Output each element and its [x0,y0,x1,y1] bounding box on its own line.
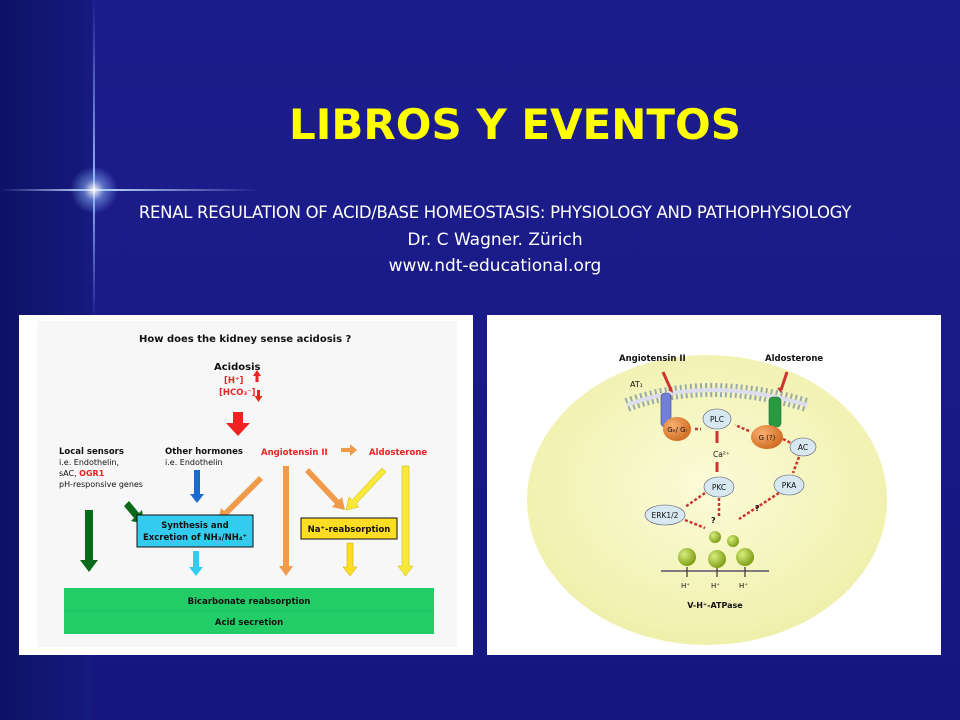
proton-label-2: H⁺ [711,582,720,590]
vesicle-icon [678,548,696,566]
vesicle-icon [709,531,721,543]
local-sensors-line2: i.e. Endothelin, [59,458,119,467]
vesicle-icon [736,548,754,566]
question-label: How does the kidney sense acidosis ? [139,334,352,345]
angiotensin-to-synthesis-arrow-icon [218,476,263,521]
ca-label: Ca²⁺ [713,450,730,459]
question-mark-1: ? [711,516,716,525]
erk-to-pump-arrow-icon [684,518,706,530]
cell-membrane-core [626,388,808,407]
angiotensin-to-na-arrow-icon [305,468,345,510]
gq-protein-icon [663,417,691,441]
up-arrow-icon [253,370,261,382]
local-sensors-line4: pH-responsive genes [59,480,143,489]
atpase-label: V-H⁺-ATPase [687,601,743,610]
synthesis-box [136,514,254,548]
g-to-plc-arrow-icon [734,423,750,433]
aldosterone-receptor-icon [768,396,782,428]
proton-label-1: H⁺ [681,582,690,590]
na-reabsorption-label: Na⁺-reabsorption [308,525,391,535]
signaling-pathway-diagram: Angiotensin II Aldosterone AT₁ Gₑ/ Gᵢ PL… [527,354,887,645]
local-sensors-arrow-icon [80,510,98,572]
na-reabsorption-box [300,517,398,540]
angiotensin-to-aldosterone-arrow-icon [341,444,357,456]
acidosis-label: Acidosis [214,362,261,373]
angiotensin-arrowhead-icon [668,387,673,393]
hormones-arrow-icon [190,470,204,503]
aldosterone-arrowhead-icon [777,387,783,393]
angiotensin-label: Angiotensin II [619,354,686,364]
subtitle-course-name: RENAL REGULATION OF ACID/BASE HOMEOSTASI… [138,203,852,222]
question-mark-2: ? [755,504,760,513]
hco3-label: [HCO₃⁻] [219,388,256,398]
star-flare-glow [70,166,118,214]
other-hormones-line2: i.e. Endothelin [165,458,223,467]
g-to-ac-arrow-icon [782,437,792,445]
aldosterone-label: Aldosterone [369,448,427,458]
pkc-icon [703,476,735,498]
ac-to-pka-arrow-icon [791,456,801,474]
h-plus-label: [H⁺] [224,376,243,386]
at1-label: AT₁ [630,380,643,389]
cell-body [527,355,887,645]
pkc-to-erk-arrow-icon [684,491,706,509]
synthesis-line1: Synthesis and [161,521,228,531]
aldosterone-arrow-icon [779,371,789,391]
pka-to-pump-arrow-icon [738,491,780,521]
angiotensin-arrow-icon [661,371,673,391]
vesicle-icon [727,535,739,547]
subtitle-author: Dr. C Wagner. Zürich [407,230,583,250]
acidosis-down-arrow-icon [226,412,250,436]
g-label: G (?) [759,434,776,442]
aldosterone-down-arrow-icon [397,465,414,577]
down-arrow-icon [254,390,263,402]
aldosterone-to-na-arrow-icon [345,467,387,511]
na-down-arrow-icon [342,542,358,577]
pkc-label: PKC [712,483,726,492]
synthesis-down-arrow-icon [189,551,203,576]
local-sensors-line3: sAC, OGR1 [59,469,105,478]
local-sensors-label: Local sensors [59,447,124,457]
right-diagram-panel: Angiotensin II Aldosterone AT₁ Gₑ/ Gᵢ PL… [487,315,941,655]
left-diagram-panel: How does the kidney sense acidosis ? Aci… [19,315,473,655]
pka-label: PKA [782,481,797,490]
angiotensin-down-arrow-icon [279,466,293,576]
erk-label: ERK1/2 [652,511,679,520]
ac-label: AC [798,443,808,452]
subtitle-website: www.ndt-educational.org [388,256,602,276]
other-hormones-label: Other hormones [165,447,243,457]
gq-label: Gₑ/ Gᵢ [667,426,687,434]
vesicle-icon [708,550,726,568]
star-flare-vertical [93,0,95,320]
proton-label-3: H⁺ [739,582,748,590]
star-flare-horizontal [0,189,260,191]
acidosis-sensing-diagram: How does the kidney sense acidosis ? Aci… [37,321,457,647]
bicarbonate-label: Bicarbonate reabsorption [188,597,311,607]
plc-icon [702,408,732,430]
acid-secretion-label: Acid secretion [215,618,283,628]
erk-icon [644,504,686,526]
aldosterone-label: Aldosterone [765,354,823,364]
ac-icon [789,437,817,457]
pka-icon [773,474,805,496]
g-protein-icon [751,425,783,449]
slide-title: LIBROS Y EVENTOS [289,100,741,149]
synthesis-line2: Excretion of NH₃/NH₄⁺ [143,533,247,543]
plc-label: PLC [710,415,724,424]
angiotensin-label: Angiotensin II [261,448,328,458]
